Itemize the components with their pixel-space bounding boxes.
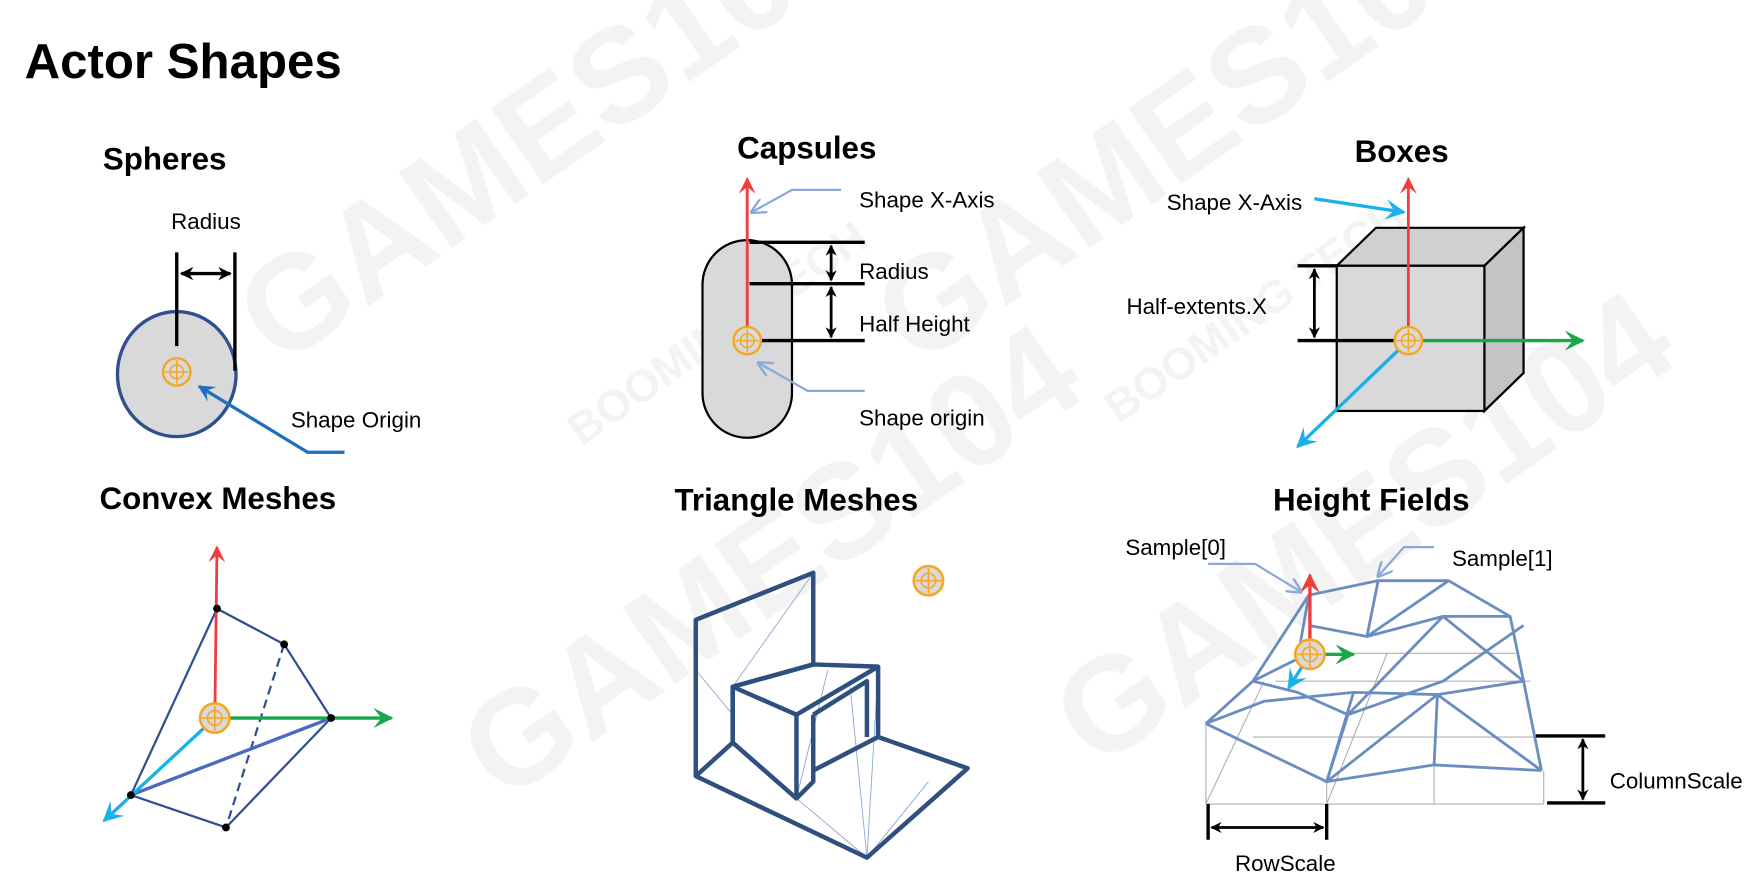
capsules-heading: Capsules	[737, 131, 876, 166]
shape-origin-label: Shape Origin	[291, 408, 422, 433]
convex-heading: Convex Meshes	[100, 481, 337, 516]
x-axis-label: Shape X-Axis	[1167, 190, 1302, 215]
column-scale-label: ColumnScale	[1610, 768, 1743, 793]
boxes-diagram: Boxes Shape X-Axis Half-extents.X	[1126, 134, 1585, 449]
sample1-label: Sample[1]	[1452, 546, 1553, 571]
radius-label: Radius	[171, 209, 241, 234]
radius-label: Radius	[859, 259, 929, 284]
half-height-label: Half Height	[859, 312, 970, 337]
row-scale-label: RowScale	[1235, 851, 1336, 876]
shape-origin-icon	[198, 702, 231, 734]
sample0-label: Sample[0]	[1125, 535, 1226, 560]
spheres-heading: Spheres	[103, 142, 227, 177]
half-extents-label: Half-extents.X	[1126, 294, 1267, 319]
height-field-diagram: Height Fields Sample[0]	[1125, 482, 1742, 876]
spheres-diagram: Spheres Radius Shape Origin	[103, 142, 422, 454]
shape-origin-icon	[732, 325, 763, 356]
shape-origin-icon	[1393, 325, 1424, 356]
triangle-heading: Triangle Meshes	[675, 482, 919, 517]
shape-origin-icon	[912, 564, 945, 597]
shape-origin-icon	[161, 356, 192, 387]
boxes-heading: Boxes	[1355, 134, 1449, 169]
shape-origin-label: Shape origin	[859, 405, 985, 430]
triangle-mesh-diagram: Triangle Meshes	[675, 482, 970, 860]
page-title: Actor Shapes	[25, 34, 342, 89]
convex-mesh-diagram: Convex Meshes	[100, 481, 394, 832]
capsules-diagram: Capsules Shape X-Axis Radius Half Height…	[701, 131, 995, 439]
x-axis-label: Shape X-Axis	[859, 188, 994, 213]
shape-origin-icon	[1293, 638, 1326, 671]
heightfield-heading: Height Fields	[1273, 482, 1470, 517]
